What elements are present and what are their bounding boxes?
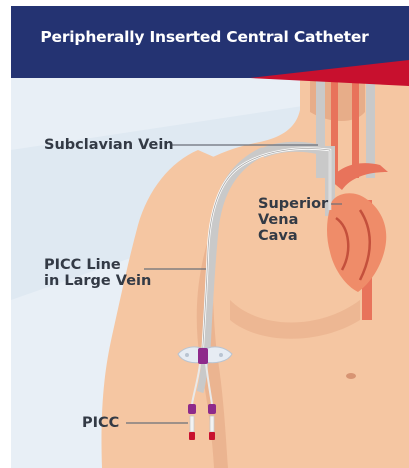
carotid-artery-right	[352, 78, 359, 178]
cap-right	[209, 432, 215, 440]
label-picc: PICC	[82, 415, 119, 431]
label-subclavian-vein: Subclavian Vein	[44, 137, 174, 153]
navel	[346, 373, 356, 379]
label-superior-vena-cava: Superior Vena Cava	[258, 196, 328, 244]
banner-title: Peripherally Inserted Central Catheter	[0, 28, 409, 46]
jugular-vein-right	[366, 78, 375, 178]
catheter-hub	[198, 348, 208, 364]
clamp-right	[208, 404, 216, 414]
label-picc-line: PICC Line in Large Vein	[44, 257, 151, 289]
securement-dot-right	[219, 353, 223, 357]
connector-left	[190, 416, 194, 432]
connector-right	[210, 416, 214, 432]
securement-dot-left	[185, 353, 189, 357]
jugular-vein	[316, 78, 325, 178]
cap-left	[189, 432, 195, 440]
clamp-left	[188, 404, 196, 414]
